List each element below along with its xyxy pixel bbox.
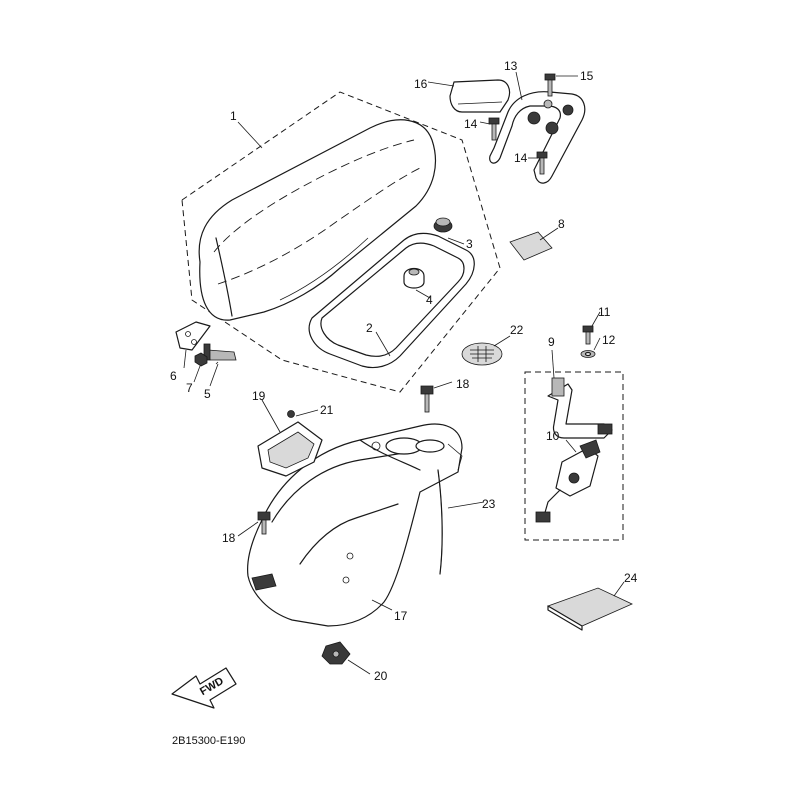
callout-9: 9 xyxy=(548,335,555,349)
bolt-part-14b[interactable] xyxy=(536,151,548,175)
seat-group-boundary xyxy=(181,91,501,393)
callout-1: 1 xyxy=(230,109,237,123)
callout-6: 6 xyxy=(170,369,177,383)
hinge-pin-part[interactable] xyxy=(203,343,237,361)
callout-24: 24 xyxy=(624,571,638,585)
callout-22: 22 xyxy=(510,323,524,337)
washer-part-12[interactable] xyxy=(580,350,596,358)
seat-part[interactable] xyxy=(198,119,437,321)
callout-20: 20 xyxy=(374,669,388,683)
callout-23: 23 xyxy=(482,497,496,511)
callout-labels: 1 2 3 4 5 6 7 8 9 10 11 12 13 14 14 15 1… xyxy=(170,59,638,683)
lock-bracket-part-9[interactable] xyxy=(547,377,613,439)
callout-2: 2 xyxy=(366,321,373,335)
callout-4: 4 xyxy=(426,293,433,307)
callout-14b: 14 xyxy=(514,151,528,165)
cover-part-16[interactable] xyxy=(449,79,511,113)
leader-lines xyxy=(183,71,625,675)
seat-hinge-part[interactable] xyxy=(175,321,211,351)
callout-16: 16 xyxy=(414,77,428,91)
callout-13: 13 xyxy=(504,59,518,73)
callout-5: 5 xyxy=(204,387,211,401)
damper-part[interactable] xyxy=(433,217,453,233)
nut-part[interactable] xyxy=(194,352,208,367)
screw-part-21[interactable] xyxy=(287,410,295,418)
callout-15: 15 xyxy=(580,69,594,83)
forward-direction-arrow: FWD xyxy=(171,667,237,709)
luggage-box-part[interactable] xyxy=(247,423,463,627)
callout-21: 21 xyxy=(320,403,334,417)
callout-3: 3 xyxy=(466,237,473,251)
callout-8: 8 xyxy=(558,217,565,231)
callout-7: 7 xyxy=(186,381,193,395)
seat-seal-part[interactable] xyxy=(308,232,475,369)
callout-17: 17 xyxy=(394,609,408,623)
bolt-part-15[interactable] xyxy=(544,73,556,97)
cover-lid-part-19[interactable] xyxy=(257,421,323,477)
emblem-part-22[interactable] xyxy=(461,342,503,366)
manual-part-24[interactable] xyxy=(547,587,633,631)
seat-lock-part-10[interactable] xyxy=(535,439,601,523)
callout-19: 19 xyxy=(252,389,266,403)
bolt-part-18b[interactable] xyxy=(257,511,271,535)
callout-10: 10 xyxy=(546,429,560,443)
damper-part-4[interactable] xyxy=(403,267,425,289)
lock-group-boundary xyxy=(524,371,624,541)
drawing-code: 2B15300-E190 xyxy=(172,735,245,747)
callout-18b: 18 xyxy=(222,531,236,545)
nut-part-20[interactable] xyxy=(321,641,351,665)
bolt-part-18a[interactable] xyxy=(420,385,434,413)
hose-part-23[interactable] xyxy=(437,469,443,575)
grab-bar-part[interactable] xyxy=(489,91,586,184)
callout-12: 12 xyxy=(602,333,616,347)
callout-18a: 18 xyxy=(456,377,470,391)
callout-14a: 14 xyxy=(464,117,478,131)
screw-part-11[interactable] xyxy=(582,325,594,345)
bolt-part-14a[interactable] xyxy=(488,117,500,141)
callout-11: 11 xyxy=(598,305,611,319)
